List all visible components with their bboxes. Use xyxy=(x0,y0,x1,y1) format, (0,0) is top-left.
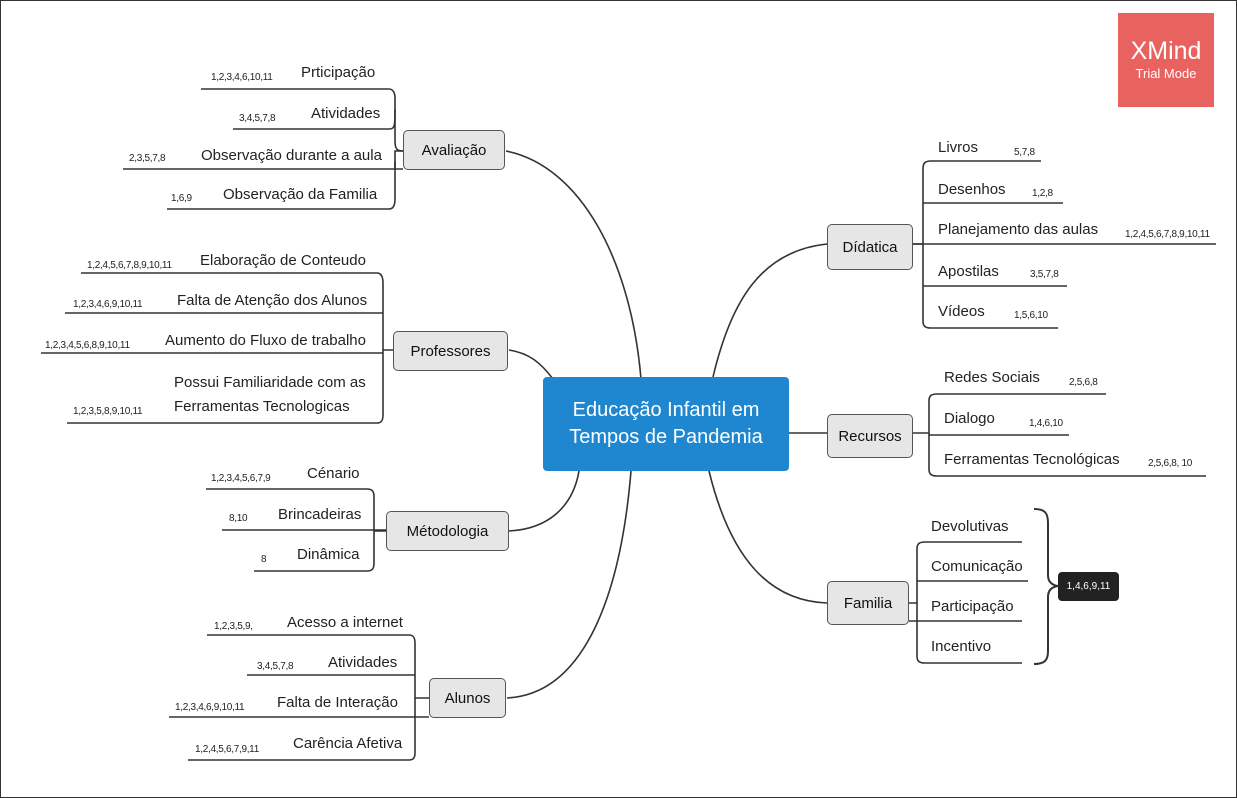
refs-elaboracao-conteudo: 1,2,4,5,6,7,8,9,10,11 xyxy=(87,260,172,271)
subtopic-carencia-afetiva[interactable]: Carência Afetiva xyxy=(293,735,403,752)
subtopic-livros[interactable]: Livros xyxy=(938,139,979,156)
subtopic-videos[interactable]: Vídeos xyxy=(938,303,985,320)
refs-acesso-internet: 1,2,3,5,9, xyxy=(214,621,253,632)
subtopic-acesso-internet[interactable]: Acesso a internet xyxy=(287,614,403,631)
xmind-trial-badge: XMind Trial Mode xyxy=(1118,13,1214,107)
refs-observacao-aula: 2,3,5,7,8 xyxy=(129,153,166,164)
subtopic-cenario[interactable]: Cénario xyxy=(307,465,360,482)
subtopic-aumento-fluxo[interactable]: Aumento do Fluxo de trabalho xyxy=(165,332,366,349)
refs-brincadeiras: 8,10 xyxy=(229,513,248,524)
subtopic-brincadeiras[interactable]: Brincadeiras xyxy=(278,506,362,523)
refs-aumento-fluxo: 1,2,3,4,5,6,8,9,10,11 xyxy=(45,340,130,351)
refs-observacao-familia: 1,6,9 xyxy=(171,193,192,204)
subtopic-incentivo[interactable]: Incentivo xyxy=(931,638,992,655)
subtopic-ferramentas-tecnologicas[interactable]: Ferramentas Tecnológicas xyxy=(944,451,1120,468)
topic-professores[interactable]: Professores xyxy=(393,331,508,371)
topic-didatica[interactable]: Dídatica xyxy=(827,224,913,270)
subtopic-atividades-avaliacao[interactable]: Atividades xyxy=(311,105,381,122)
topic-recursos[interactable]: Recursos xyxy=(827,414,913,458)
topic-familia[interactable]: Familia xyxy=(827,581,909,625)
topic-avaliacao[interactable]: Avaliação xyxy=(403,130,505,170)
refs-atividades-avaliacao: 3,4,5,7,8 xyxy=(239,113,276,124)
subtopic-comunicacao[interactable]: Comunicação xyxy=(931,558,1023,575)
familia-refs-summary[interactable]: 1,4,6,9,11 xyxy=(1058,572,1119,601)
refs-videos: 1,5,6,10 xyxy=(1014,310,1048,321)
topic-metodologia[interactable]: Métodologia xyxy=(386,511,509,551)
subtopic-redes-sociais[interactable]: Redes Sociais xyxy=(944,369,1040,386)
subtopic-familiaridade-line2[interactable]: Ferramentas Tecnologicas xyxy=(174,398,350,415)
subtopic-familiaridade-line1[interactable]: Possui Familiaridade com as xyxy=(174,374,366,391)
refs-carencia-afetiva: 1,2,4,5,6,7,9,11 xyxy=(195,744,259,755)
refs-dialogo: 1,4,6,10 xyxy=(1029,418,1063,429)
refs-desenhos: 1,2,8 xyxy=(1032,188,1053,199)
refs-atividades-alunos: 3,4,5,7,8 xyxy=(257,661,294,672)
subtopic-participacao-familia[interactable]: Participação xyxy=(931,598,1014,615)
subtopic-elaboracao-conteudo[interactable]: Elaboração de Conteudo xyxy=(200,252,366,269)
refs-ferramentas-tecnologicas: 2,5,6,8, 10 xyxy=(1148,458,1192,469)
refs-falta-atencao: 1,2,3,4,6,9,10,11 xyxy=(73,299,143,310)
subtopic-observacao-aula[interactable]: Observação durante a aula xyxy=(201,147,382,164)
subtopic-dialogo[interactable]: Dialogo xyxy=(944,410,995,427)
subtopic-apostilas[interactable]: Apostilas xyxy=(938,263,999,280)
refs-participacao: 1,2,3,4,6,10,11 xyxy=(211,72,273,83)
refs-familiaridade: 1,2,3,5,8,9,10,11 xyxy=(73,406,143,417)
xmind-subtitle: Trial Mode xyxy=(1135,66,1197,81)
subtopic-planejamento-aulas[interactable]: Planejamento das aulas xyxy=(938,221,1099,238)
central-topic-line1: Educação Infantil em xyxy=(572,399,760,421)
central-topic-line2: Tempos de Pandemia xyxy=(569,426,763,448)
refs-planejamento-aulas: 1,2,4,5,6,7,8,9,10,11 xyxy=(1125,229,1210,240)
subtopic-participacao[interactable]: Prticipação xyxy=(301,64,376,81)
subtopic-dinamica[interactable]: Dinâmica xyxy=(297,546,360,563)
central-topic[interactable]: Educação Infantil em Tempos de Pandemia xyxy=(543,377,789,471)
refs-dinamica: 8 xyxy=(261,554,267,565)
subtopic-desenhos[interactable]: Desenhos xyxy=(938,181,1006,198)
refs-falta-interacao: 1,2,3,4,6,9,10,11 xyxy=(175,702,245,713)
subtopic-atividades-alunos[interactable]: Atividades xyxy=(328,654,398,671)
subtopic-falta-interacao[interactable]: Falta de Interação xyxy=(277,694,398,711)
refs-apostilas: 3,5,7,8 xyxy=(1030,269,1059,280)
xmind-title: XMind xyxy=(1130,37,1202,65)
subtopic-observacao-familia[interactable]: Observação da Familia xyxy=(223,186,378,203)
refs-redes-sociais: 2,5,6,8 xyxy=(1069,377,1098,388)
refs-livros: 5,7,8 xyxy=(1014,147,1035,158)
topic-alunos[interactable]: Alunos xyxy=(429,678,506,718)
subtopic-falta-atencao[interactable]: Falta de Atenção dos Alunos xyxy=(177,292,368,309)
subtopic-devolutivas[interactable]: Devolutivas xyxy=(931,518,1009,535)
refs-cenario: 1,2,3,4,5,6,7,9 xyxy=(211,473,271,484)
